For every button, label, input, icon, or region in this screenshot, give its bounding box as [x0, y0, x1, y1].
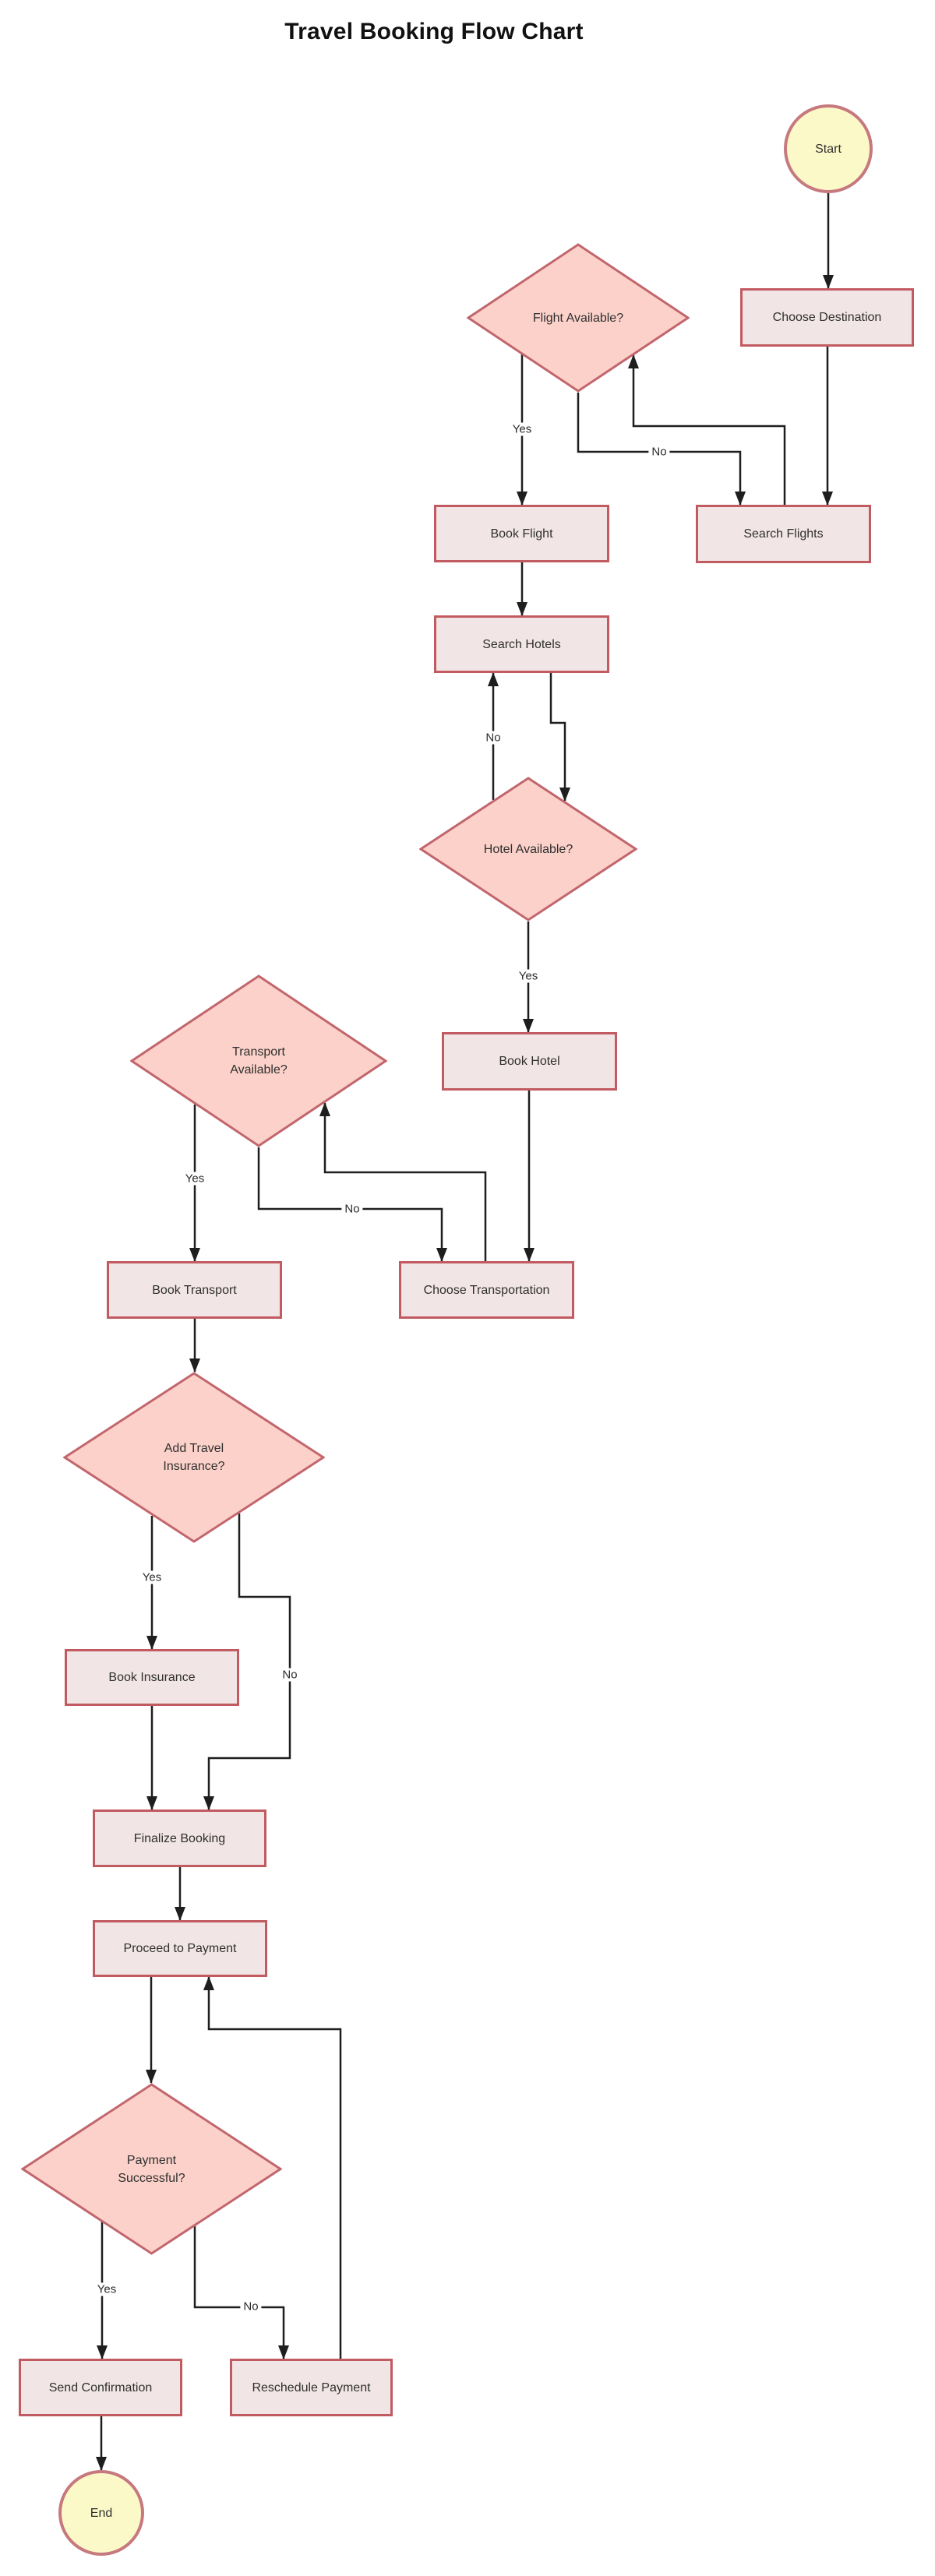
edge-transport-available-to-choose-transportation [257, 1147, 447, 1262]
edge-payment-successful-to-reschedule-payment [193, 2226, 289, 2359]
edge-search-hotels-to-hotel-available [549, 673, 570, 802]
edge-flight-available-to-search-flights [577, 393, 746, 506]
edge-search-flights-to-flight-available [628, 354, 786, 505]
edge-add-travel-insurance-to-finalize-booking [203, 1514, 291, 1810]
chart-title: Travel Booking Flow Chart [284, 19, 584, 44]
edge-reschedule-payment-to-proceed-to-payment [203, 1976, 342, 2359]
edge-choose-transportation-to-transport-available [319, 1102, 487, 1261]
